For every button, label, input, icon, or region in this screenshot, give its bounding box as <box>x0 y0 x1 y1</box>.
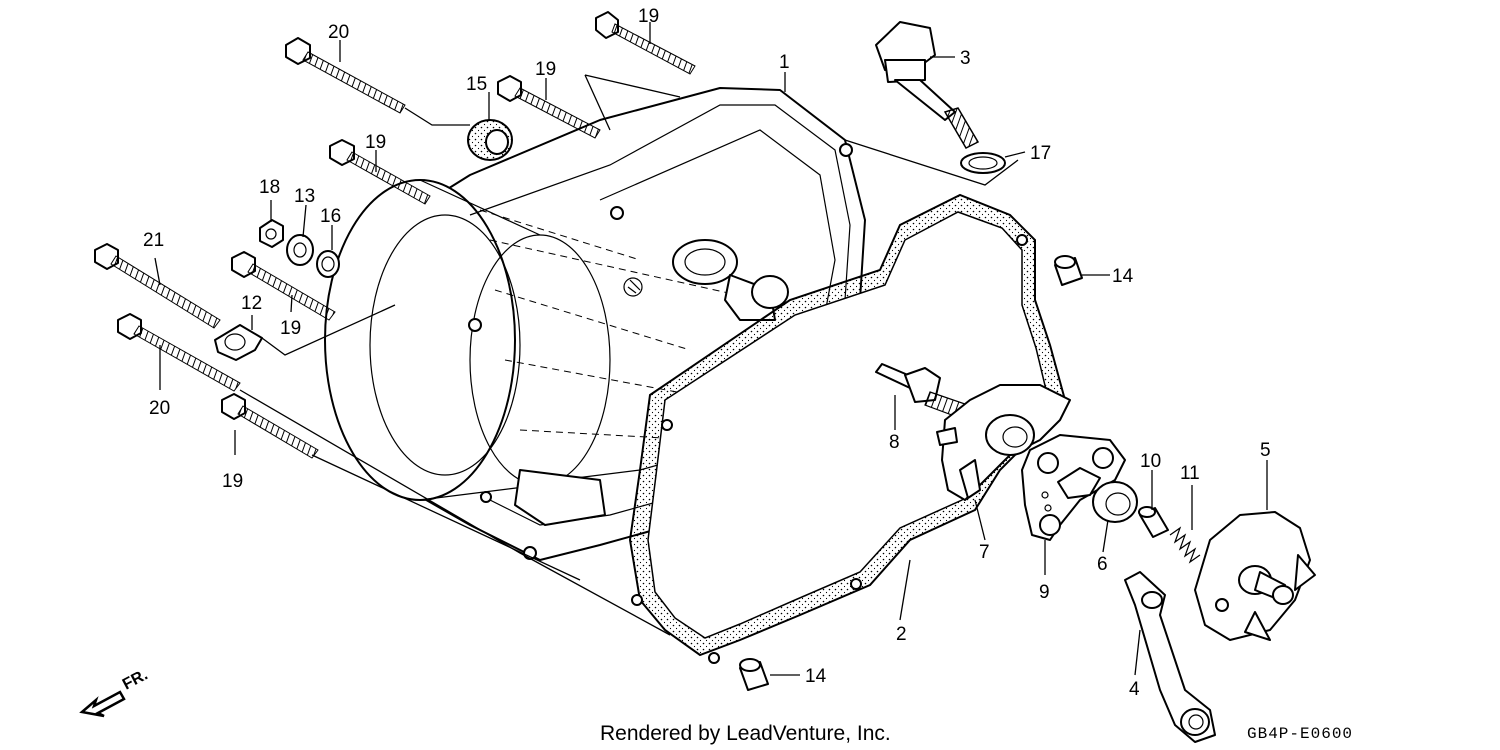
cable-clamp <box>214 324 263 361</box>
right-crankcase-cover <box>324 87 866 561</box>
callout-19-left-mid: 19 <box>365 132 386 153</box>
callout-20-top: 20 <box>328 22 349 43</box>
callout-19-top: 19 <box>638 6 659 27</box>
callout-2: 2 <box>896 624 907 645</box>
callout-6: 6 <box>1097 554 1108 575</box>
bolt-20-top <box>285 37 406 114</box>
callout-17: 17 <box>1030 143 1051 164</box>
dowel-pin-lower <box>739 658 769 691</box>
bolt-19-left-mid <box>329 139 431 205</box>
o-ring <box>960 152 1006 174</box>
dowel-pin-upper <box>1054 255 1083 286</box>
bolt-19-bottom <box>221 393 319 459</box>
callout-13: 13 <box>294 186 315 207</box>
oil-pump-body <box>936 384 1071 501</box>
callout-19-upper-mid: 19 <box>535 59 556 80</box>
oil-pump-plate <box>1021 434 1126 541</box>
pump-pin <box>1138 506 1169 538</box>
callout-7: 7 <box>979 542 990 563</box>
callout-14-upper: 14 <box>1112 266 1134 287</box>
front-arrow-icon <box>79 690 126 718</box>
callout-1: 1 <box>779 52 790 73</box>
nut <box>259 219 284 248</box>
callout-3: 3 <box>960 48 971 69</box>
washer-13 <box>286 234 314 266</box>
callout-14-lower: 14 <box>805 666 827 687</box>
bolt-19-left <box>231 251 336 321</box>
bolt-21 <box>94 243 221 329</box>
callout-15: 15 <box>466 74 487 95</box>
spring <box>1169 526 1201 564</box>
front-label: FR. <box>120 666 151 693</box>
kick-spindle <box>1194 511 1316 641</box>
callout-21: 21 <box>143 230 164 251</box>
oil-filler-cap <box>875 21 980 149</box>
bolt-20-lower <box>117 313 241 392</box>
oil-seal <box>1092 481 1138 523</box>
front-direction-indicator: FR. <box>79 666 151 718</box>
rendered-by-credit: Rendered by LeadVenture, Inc. <box>600 722 891 745</box>
callout-20-lower: 20 <box>149 398 170 419</box>
callout-18: 18 <box>259 177 280 198</box>
callout-16: 16 <box>320 206 341 227</box>
callout-10: 10 <box>1140 451 1161 472</box>
bolt-19-upper-mid <box>497 75 601 139</box>
bearing <box>467 119 513 161</box>
washer-16 <box>316 250 340 278</box>
callout-4: 4 <box>1129 679 1140 700</box>
callout-labels: 1 2 3 4 5 6 7 8 9 10 11 12 13 14 14 15 1… <box>143 6 1271 700</box>
callout-5: 5 <box>1260 440 1271 461</box>
callout-11: 11 <box>1180 463 1200 484</box>
diagram-code: GB4P-E0600 <box>1247 725 1353 743</box>
callout-12: 12 <box>241 293 262 314</box>
callout-19-left: 19 <box>280 318 301 339</box>
leader-lines <box>154 22 1268 676</box>
callout-19-bottom: 19 <box>222 471 243 492</box>
callout-9: 9 <box>1039 582 1050 603</box>
callout-8: 8 <box>889 432 900 453</box>
bolt-19-top <box>595 11 696 75</box>
kick-arm <box>1124 571 1216 743</box>
